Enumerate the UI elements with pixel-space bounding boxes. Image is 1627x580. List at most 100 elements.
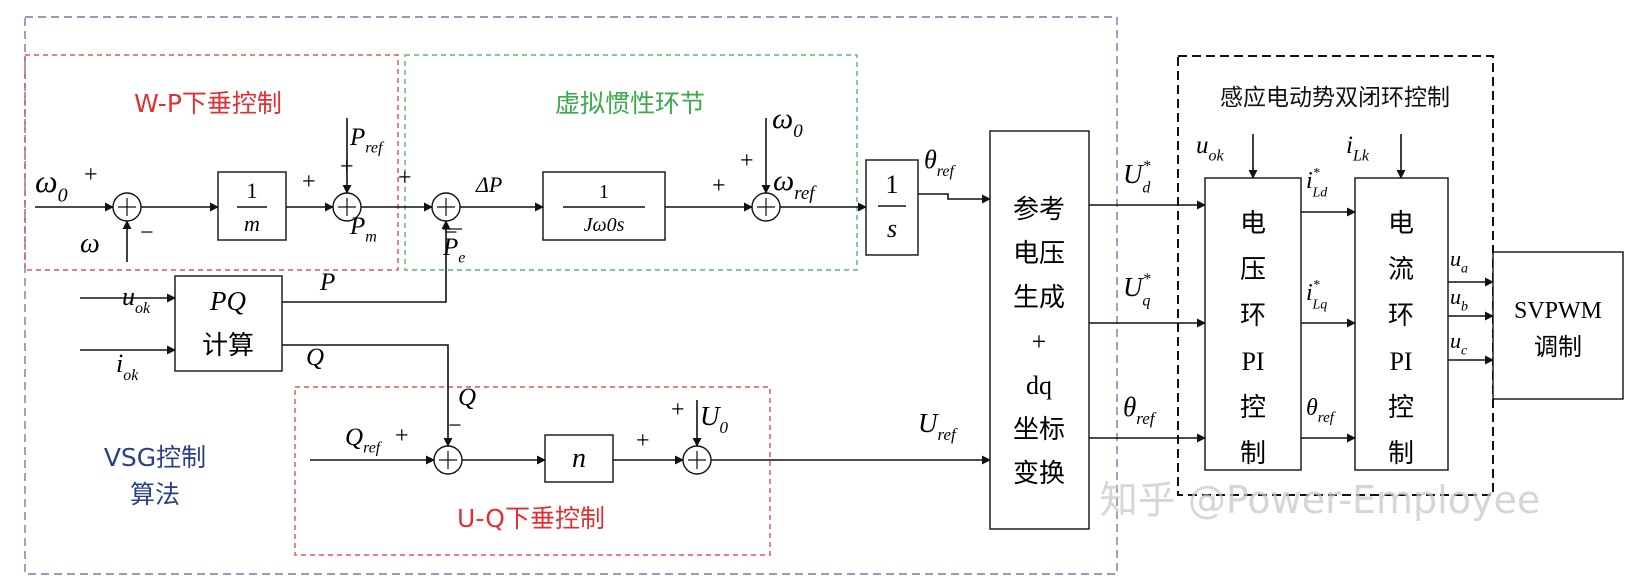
sign-marks: + − + + + − + + + − + + <box>84 148 754 454</box>
signal-label-q: Q <box>306 344 324 371</box>
sign-plus: + <box>636 428 650 454</box>
ref_gen-line-4: dq <box>1026 371 1052 400</box>
signal-label-delta_p: ΔP <box>475 172 502 197</box>
current_pi-line-3: PI <box>1389 347 1412 376</box>
watermark: 知乎 @Power-Employee <box>1100 478 1540 522</box>
sign-plus: + <box>84 162 98 188</box>
current_pi-line-4: 控 <box>1388 393 1414 423</box>
sum-junction-5 <box>433 445 463 475</box>
signal-label-i_lq: i*Lq <box>1306 278 1327 312</box>
signal-label-pref: Pref <box>349 124 385 157</box>
svpwm-block <box>1492 251 1624 400</box>
voltage_pi-line-5: 制 <box>1240 439 1266 469</box>
svpwm-block-line2: 调制 <box>1534 333 1582 361</box>
signal-label-p: P <box>319 269 335 296</box>
wp-droop-region <box>24 54 399 271</box>
signal-label-ub: ub <box>1450 284 1468 315</box>
sign-plus: + <box>671 397 685 423</box>
signal-label-i_ld: i*Ld <box>1306 166 1328 200</box>
signal-label-uq_sig: U*q <box>1123 271 1151 310</box>
vsg-outer-region <box>24 16 1118 575</box>
sign-minus: − <box>448 413 462 439</box>
virtual-inertia-title: 虚拟惯性环节 <box>555 89 705 118</box>
signal-label-i_ok: iok <box>116 349 139 384</box>
signal-label-omega: ω <box>80 228 100 259</box>
signal-label-q_in: Q <box>458 384 476 411</box>
voltage-loop-pi-label: 电压环 PI 控制 <box>1240 209 1266 469</box>
ref_gen-line-6: 变换 <box>1013 459 1065 489</box>
sign-plus: + <box>740 148 754 174</box>
signal-label-theta_ref2: θref <box>1123 392 1157 428</box>
ref_gen-line-5: 坐标 <box>1013 415 1065 445</box>
current_pi-line-1: 流 <box>1388 255 1414 285</box>
signal-label-u0: U0 <box>700 401 729 437</box>
current-loop-pi-block <box>1354 177 1449 471</box>
signal-label-ud: U*d <box>1123 158 1151 197</box>
sign-plus: + <box>398 165 412 191</box>
integrator-block <box>865 159 919 256</box>
reference-voltage-dq-block <box>989 130 1090 530</box>
sign-minus: − <box>444 220 458 246</box>
gain-1-over-m-block <box>217 171 287 241</box>
voltage_pi-line-1: 压 <box>1240 255 1266 285</box>
ref_gen-line-1: 电压 <box>1013 239 1065 269</box>
vsg-algorithm-label-line1: VSG控制 <box>104 443 206 472</box>
signal-label-pe: Pe <box>442 234 465 267</box>
sum-junction-4 <box>751 192 781 222</box>
voltage_pi-line-4: 控 <box>1240 393 1266 423</box>
signal-label-omega_ref: ωref <box>773 164 817 204</box>
signal-lines <box>35 118 1494 465</box>
signal-label-u_ok2: uok <box>1196 132 1225 165</box>
signal-label-theta_ref: θref <box>924 145 957 180</box>
integrator-den: s <box>887 214 897 243</box>
signal-label-uref: Uref <box>918 408 958 444</box>
ref_gen-line-2: 生成 <box>1013 283 1065 313</box>
signal-label-theta_ref3: θref <box>1306 395 1336 426</box>
voltage_pi-line-0: 电 <box>1240 209 1266 239</box>
current_pi-line-2: 环 <box>1388 301 1414 331</box>
sum-junction-1 <box>112 192 142 222</box>
signal-label-u_ok: uok <box>122 282 151 317</box>
ref_gen-line-0: 参考 <box>1013 195 1065 225</box>
signal-label-omega0_b: ω0 <box>772 102 803 142</box>
sign-plus: + <box>340 154 354 180</box>
sign-plus: + <box>395 423 409 449</box>
gain-1-over-m-den: m <box>244 211 260 236</box>
current_pi-line-0: 电 <box>1388 209 1414 239</box>
gain-1-over-m-num: 1 <box>247 178 258 203</box>
sign-minus: − <box>140 220 154 246</box>
sign-plus: + <box>712 173 726 199</box>
uq-droop-title: U-Q下垂控制 <box>457 504 605 533</box>
uq-droop-region <box>294 386 771 556</box>
wp-droop-title: W-P下垂控制 <box>134 89 282 118</box>
voltage-loop-pi-block <box>1204 177 1302 471</box>
pq-calculation-block <box>174 275 283 372</box>
signal-label-i_lk: iLk <box>1346 132 1370 165</box>
inertia-block-den: Jω0s <box>584 214 625 236</box>
ref_gen-line-3: + <box>1032 327 1047 356</box>
signal-label-uc: uc <box>1450 328 1468 359</box>
inertia-block-num: 1 <box>599 181 609 203</box>
virtual-inertia-region <box>404 54 858 271</box>
signal-label-pm: Pm <box>349 213 377 246</box>
vsg-algorithm-label-line2: 算法 <box>130 480 180 509</box>
signal-label-qref: Qref <box>345 424 383 457</box>
emf-double-loop-title: 感应电动势双闭环控制 <box>1220 85 1450 111</box>
voltage_pi-line-3: PI <box>1241 347 1264 376</box>
voltage_pi-line-2: 环 <box>1240 301 1266 331</box>
pq-block-line1: PQ <box>209 286 246 316</box>
current_pi-line-5: 制 <box>1388 439 1414 469</box>
current-loop-pi-label: 电流环 PI 控制 <box>1388 209 1414 469</box>
sign-plus: + <box>302 169 316 195</box>
pq-block-line2: 计算 <box>202 331 254 361</box>
signal-label-ua: ua <box>1450 246 1468 277</box>
sum-junction-6 <box>682 445 712 475</box>
sum-junction-3 <box>431 192 461 222</box>
gain-n-label: n <box>572 443 586 474</box>
svpwm-block-line1: SVPWM <box>1514 298 1602 324</box>
signal-label-omega0: ω0 <box>35 163 68 207</box>
integrator-num: 1 <box>886 170 899 199</box>
